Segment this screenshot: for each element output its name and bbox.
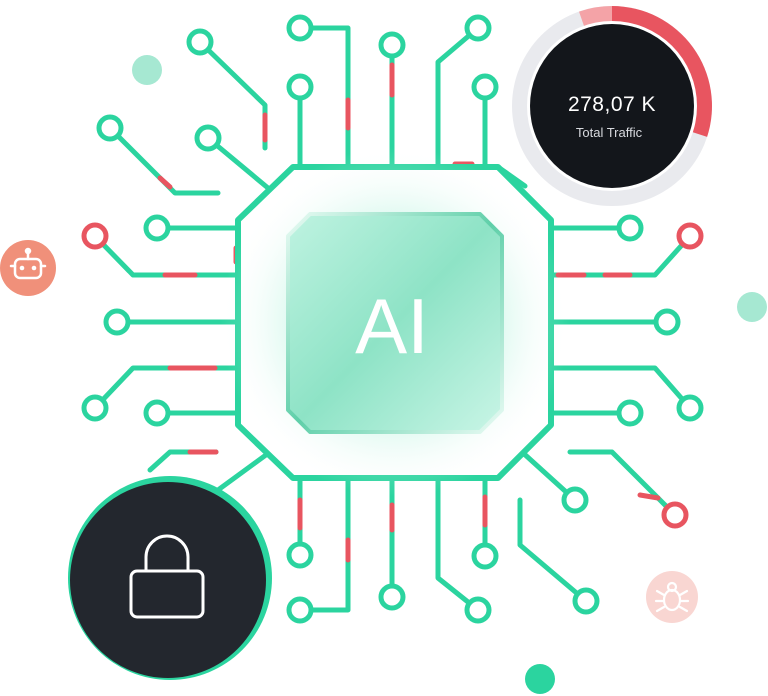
circuit-trace <box>435 25 481 167</box>
circuit-pad <box>96 114 124 142</box>
circuit-pad <box>378 583 406 611</box>
circuit-trace <box>551 365 693 411</box>
gauge-face <box>530 24 694 188</box>
traffic-label: Total Traffic <box>576 125 643 140</box>
circuit-trace <box>551 233 693 278</box>
circuit-pad <box>378 31 406 59</box>
lock-icon <box>129 534 205 619</box>
green-dot-bottom <box>525 664 555 694</box>
circuit-pad <box>81 222 109 250</box>
chip-label: AI <box>355 282 429 370</box>
circuit-trace <box>297 478 351 613</box>
circuit-trace <box>107 125 221 196</box>
circuit-pad <box>653 308 681 336</box>
circuit-pad <box>676 394 704 422</box>
traffic-gauge: 278,07 K Total Traffic <box>512 6 712 206</box>
bug-icon <box>654 581 690 613</box>
circuit-pad <box>194 124 222 152</box>
circuit-pad <box>186 28 214 56</box>
circuit-pad <box>471 73 499 101</box>
circuit-trace <box>92 365 239 411</box>
robot-badge <box>0 240 56 296</box>
circuit-pad <box>286 73 314 101</box>
circuit-pad <box>103 308 131 336</box>
circuit-trace <box>92 233 239 278</box>
trace-accent <box>157 175 173 190</box>
circuit-pad <box>661 501 689 529</box>
circuit-pad <box>286 596 314 624</box>
circuit-trace <box>215 449 273 493</box>
circuit-pad <box>464 596 492 624</box>
circuit-pad <box>143 214 171 242</box>
circuit-trace <box>147 449 219 473</box>
circuit-trace <box>567 449 678 518</box>
circuit-pad <box>616 399 644 427</box>
robot-icon <box>9 247 47 280</box>
mint-dot-right <box>737 292 767 322</box>
circuit-pad <box>286 541 314 569</box>
circuit-pad <box>471 542 499 570</box>
traffic-value: 278,07 K <box>568 93 656 116</box>
circuit-trace <box>517 497 589 604</box>
trace-accent <box>637 492 661 501</box>
circuit-pad <box>286 14 314 42</box>
mint-dot-top-left <box>132 55 162 85</box>
circuit-pad <box>676 222 704 250</box>
circuit-pad <box>464 14 492 42</box>
lock-badge <box>68 476 272 680</box>
circuit-pad <box>616 214 644 242</box>
chip: AI <box>220 147 570 497</box>
circuit-pad <box>81 394 109 422</box>
bug-badge <box>646 571 698 623</box>
circuit-pad <box>143 399 171 427</box>
circuit-pad <box>572 587 600 615</box>
circuit-pad <box>561 486 589 514</box>
circuit-trace <box>435 478 481 613</box>
chip-core <box>286 212 504 434</box>
